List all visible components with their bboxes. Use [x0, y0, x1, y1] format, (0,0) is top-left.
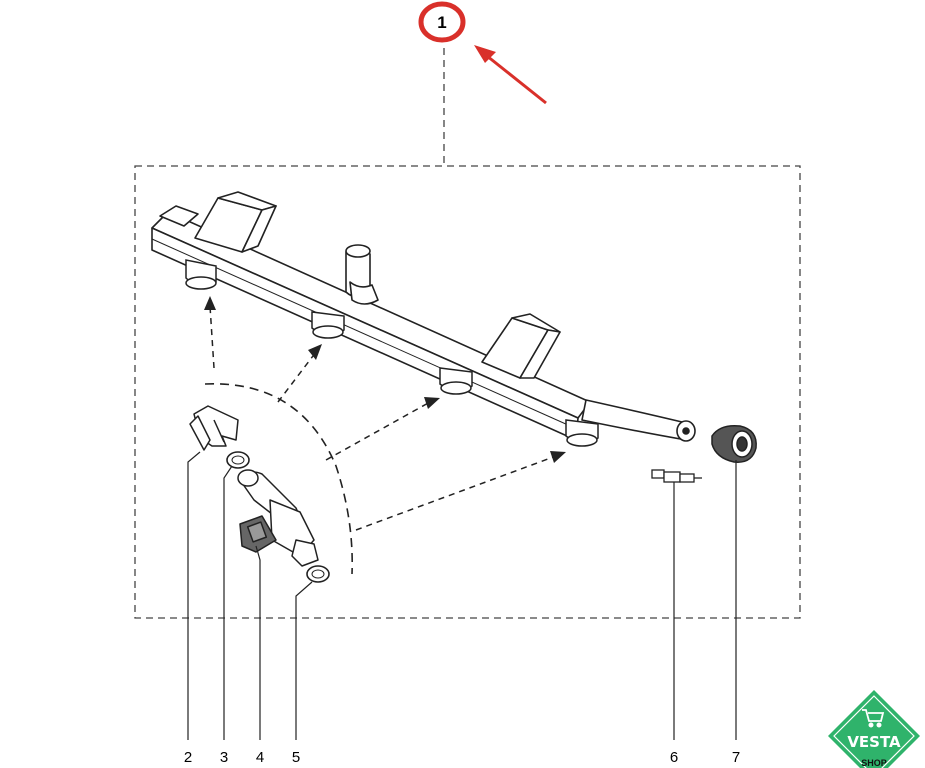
red-arrow-icon	[474, 45, 547, 105]
injector-cups	[185, 259, 599, 447]
callout-4: 4	[256, 749, 264, 766]
assembly-boundary-box	[134, 165, 801, 619]
logo-sub: SHOP	[861, 758, 887, 768]
fuel-rail	[151, 191, 696, 442]
group-arc	[204, 383, 353, 575]
callout-7: 7	[732, 749, 740, 766]
callout-6: 6	[670, 749, 678, 766]
logo-brand: VESTA	[847, 733, 901, 751]
vesta-shop-logo: VESTA SHOP	[828, 690, 920, 768]
upper-o-ring	[226, 451, 250, 469]
shopping-cart-icon	[862, 709, 885, 728]
callout-3: 3	[220, 749, 228, 766]
retaining-clip	[189, 405, 239, 451]
dust-cap	[711, 424, 757, 463]
callout-1: 1	[437, 13, 446, 32]
highlight-circle	[418, 1, 466, 43]
lower-o-ring	[306, 565, 330, 583]
callout-2: 2	[184, 749, 192, 766]
schrader-valve	[651, 469, 702, 483]
fuel-injector	[237, 469, 319, 567]
part-leader-lines	[187, 451, 737, 740]
callout-5: 5	[292, 749, 300, 766]
installation-arrows	[204, 296, 566, 531]
